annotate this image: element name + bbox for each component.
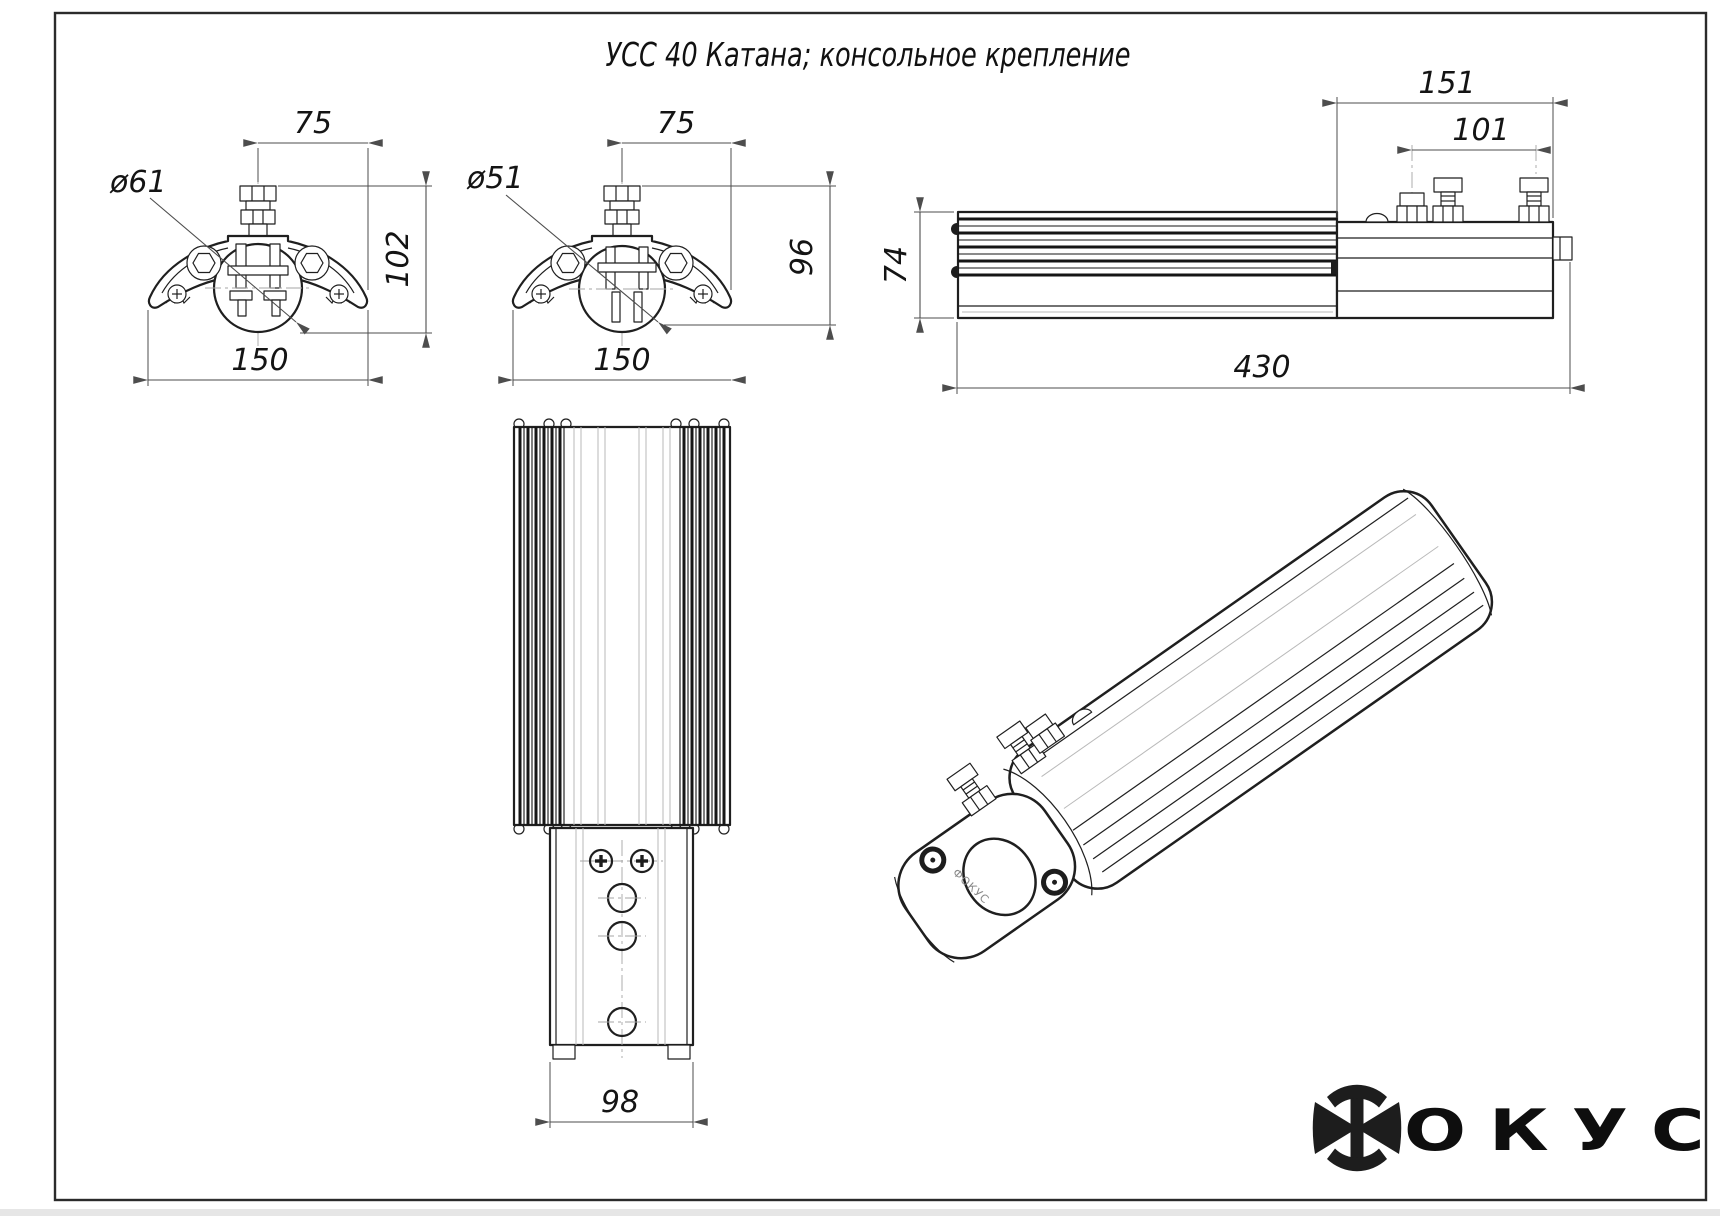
dim-side-total-length: 430 [1233,350,1290,385]
dim-side-height: 74 [879,246,914,284]
page-edge [0,1209,1720,1216]
dim-clamp61-width-top: 75 [294,106,332,141]
view-front-clamp-51: 75 ø51 96 150 [466,106,836,386]
view-isometric: ФОКУС [894,488,1494,963]
dim-side-bolt-span: 101 [1452,113,1509,148]
logo-f-symbol [1312,1084,1402,1172]
dim-clamp51-width-bottom: 150 [593,343,650,378]
dim-clamp61-width-bottom: 150 [231,343,288,378]
dim-clamp51-height: 96 [785,238,820,276]
logo: ОКУС [1312,1084,1720,1172]
view-front-clamp-61: 75 ø61 102 150 [109,106,432,386]
view-side: 151 101 74 430 [879,66,1585,394]
view-bottom: 98 [512,418,732,1128]
dim-clamp61-diameter: ø61 [109,165,167,200]
dim-clamp61-height: 102 [381,230,416,287]
dim-side-bracket-length: 151 [1418,66,1475,101]
dim-clamp51-width-top: 75 [657,106,695,141]
dim-bottom-bracket-width: 98 [601,1085,639,1120]
logo-wordmark: ОКУС [1404,1098,1720,1164]
drawing-title: УСС 40 Катана; консольное крепление [606,35,1131,74]
dim-clamp51-diameter: ø51 [466,161,524,196]
